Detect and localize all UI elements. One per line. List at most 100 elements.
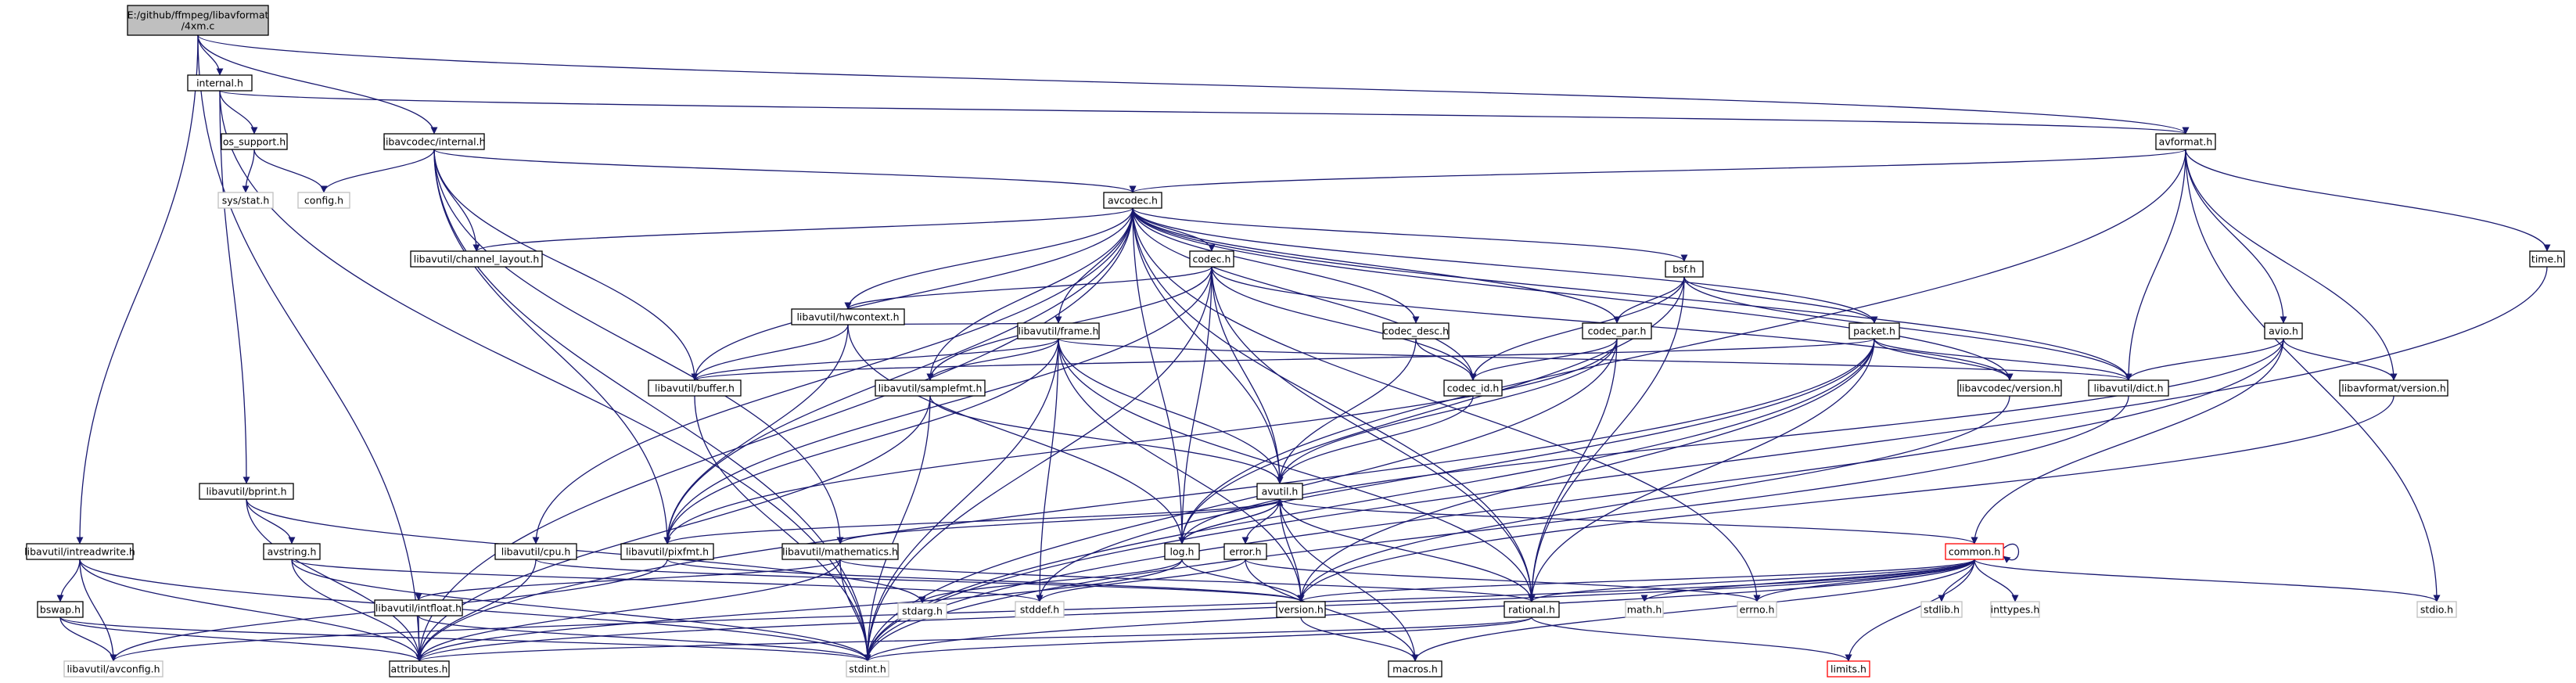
node-error-h[interactable]: error.h — [1223, 543, 1267, 560]
edge-packet_h-to-version_h — [1297, 338, 1875, 602]
node-bprint-h[interactable]: libavutil/bprint.h — [199, 483, 294, 500]
edge-avcodec_h-to-packet_h — [1132, 207, 1878, 324]
node-label: libavutil/avconfig.h — [66, 663, 160, 675]
edge-intreadwrite-to-bswap_h — [56, 559, 81, 602]
node-attributes[interactable]: attributes.h — [389, 660, 450, 678]
node-box — [1945, 543, 2004, 560]
node-version-h[interactable]: version.h — [1276, 601, 1326, 618]
edge-frame_h-to-avutil_h — [1058, 338, 1284, 484]
edge-cpu_h-to-version_h — [535, 559, 1305, 602]
edge-frame_h-to-stdint_h — [864, 338, 1059, 662]
node-box — [2155, 133, 2216, 150]
node-box — [1388, 660, 1442, 678]
node-avcodec-h[interactable]: avcodec.h — [1103, 192, 1162, 209]
node-box — [1443, 379, 1503, 397]
edge-avcodec_h-to-cpu_h — [532, 207, 1134, 545]
edge-avcodec_h-to-buffer_h — [691, 207, 1134, 381]
node-avformat-h[interactable]: avformat.h — [2155, 133, 2216, 150]
node-box — [1223, 543, 1267, 560]
node-samplefmt[interactable]: libavutil/samplefmt.h — [875, 379, 986, 397]
edge-frame_h-to-dict_h — [1058, 338, 2132, 381]
node-avio-h[interactable]: avio.h — [2264, 322, 2303, 340]
node-box — [410, 250, 543, 268]
node-label: codec_par.h — [1588, 325, 1647, 337]
node-lavf-version[interactable]: libavformat/version.h — [2339, 379, 2448, 397]
edge-bsf_h-to-dict_h — [1683, 276, 2132, 381]
node-label: E:/github/ffmpeg/libavformat — [128, 9, 269, 21]
node-codec-h[interactable]: codec.h — [1189, 250, 1234, 268]
node-lavc-version[interactable]: libavcodec/version.h — [1957, 379, 2062, 397]
edge-bswap_h-to-attributes — [59, 616, 423, 662]
edge-avutil_h-to-version_h — [1279, 498, 1305, 602]
node-math-h: math.h — [1625, 601, 1664, 618]
node-bswap-h[interactable]: bswap.h — [37, 601, 84, 618]
node-common-h[interactable]: common.h — [1945, 543, 2004, 560]
node-os-support[interactable]: os_support.h — [221, 133, 288, 150]
node-macros-h[interactable]: macros.h — [1388, 660, 1442, 678]
node-time-h[interactable]: time.h — [2529, 250, 2565, 268]
node-rational-h[interactable]: rational.h — [1504, 601, 1560, 618]
node-label: libavutil/bprint.h — [206, 486, 286, 498]
node-intreadwrite[interactable]: libavutil/intreadwrite.h — [24, 543, 135, 560]
node-lavc-internal[interactable]: libavcodec/internal.h — [383, 133, 486, 150]
node-limits-h[interactable]: limits.h — [1827, 660, 1870, 678]
edge-bsf_h-to-log_h — [1178, 276, 1685, 545]
edge-avcodec_h-to-pixfmt — [663, 207, 1134, 545]
edge-rational_h-to-stdint_h — [864, 616, 1532, 662]
node-buffer-h[interactable]: libavutil/buffer.h — [648, 379, 742, 397]
node-box — [37, 601, 84, 618]
node-log-h[interactable]: log.h — [1164, 543, 1200, 560]
node-label: log.h — [1170, 546, 1195, 558]
node-box — [1920, 601, 1963, 618]
edge-intreadwrite-to-attributes — [79, 559, 423, 662]
node-box — [1625, 601, 1664, 618]
edge-time_h-to-stdint_h — [864, 266, 2548, 662]
node-label: inttypes.h — [1991, 604, 2040, 616]
edge-avstring-to-stddef_h — [291, 559, 1044, 602]
edge-log_h-to-attributes — [415, 559, 1183, 662]
node-root[interactable]: E:/github/ffmpeg/libavformat/4xm.c — [127, 5, 269, 36]
node-codec-id[interactable]: codec_id.h — [1443, 379, 1503, 397]
node-avutil-h[interactable]: avutil.h — [1256, 483, 1303, 500]
node-config-h: config.h — [297, 192, 350, 209]
edge-rational_h-to-limits_h — [1531, 616, 1852, 662]
node-box — [1382, 322, 1450, 340]
edge-codec_h-to-log_h — [1178, 266, 1213, 545]
node-box — [217, 192, 274, 209]
node-codec-par[interactable]: codec_par.h — [1582, 322, 1652, 340]
edge-avutil_h-to-pixfmt — [663, 498, 1281, 545]
node-hwcontext[interactable]: libavutil/hwcontext.h — [791, 308, 905, 325]
node-box — [187, 74, 253, 92]
node-label: avio.h — [2269, 325, 2298, 337]
node-label: libavutil/samplefmt.h — [878, 383, 983, 394]
edge-avio_h-to-lavf_version — [2283, 338, 2398, 381]
edge-avcodec_h-to-avutil_h — [1132, 207, 1284, 484]
node-packet-h[interactable]: packet.h — [1848, 322, 1900, 340]
node-internal-h[interactable]: internal.h — [187, 74, 253, 92]
node-mathematics[interactable]: libavutil/mathematics.h — [781, 543, 899, 560]
node-pixfmt[interactable]: libavutil/pixfmt.h — [620, 543, 714, 560]
edge-frame_h-to-buffer_h — [691, 338, 1059, 381]
node-avstring[interactable]: avstring.h — [263, 543, 321, 560]
nodes-layer: E:/github/ffmpeg/libavformat/4xm.c intern… — [24, 5, 2565, 678]
node-sys-stat: sys/stat.h — [217, 192, 274, 209]
node-label: libavutil/frame.h — [1019, 325, 1099, 337]
node-box — [374, 599, 463, 616]
node-frame-h[interactable]: libavutil/frame.h — [1017, 322, 1100, 340]
node-dict-h[interactable]: libavutil/dict.h — [2088, 379, 2169, 397]
node-label: codec.h — [1193, 253, 1231, 265]
node-box — [1504, 601, 1560, 618]
node-box — [494, 543, 577, 560]
edge-log_h-to-avutil_h — [1181, 498, 1284, 545]
node-intfloat[interactable]: libavutil/intfloat.h — [374, 599, 463, 616]
edge-common_h-to-attributes — [415, 559, 1975, 662]
node-codec-desc[interactable]: codec_desc.h — [1382, 322, 1450, 340]
node-bsf-h[interactable]: bsf.h — [1665, 261, 1704, 278]
edge-codec_par-to-pixfmt — [663, 338, 1618, 545]
node-stddef-h: stddef.h — [1015, 601, 1065, 618]
edge-internal_h-to-avformat_h — [219, 90, 2189, 135]
node-cpu-h[interactable]: libavutil/cpu.h — [494, 543, 577, 560]
node-channel-layout[interactable]: libavutil/channel_layout.h — [410, 250, 543, 268]
edge-bsf_h-to-codec_id — [1469, 276, 1685, 381]
edge-version_h-to-macros_h — [1300, 616, 1419, 662]
